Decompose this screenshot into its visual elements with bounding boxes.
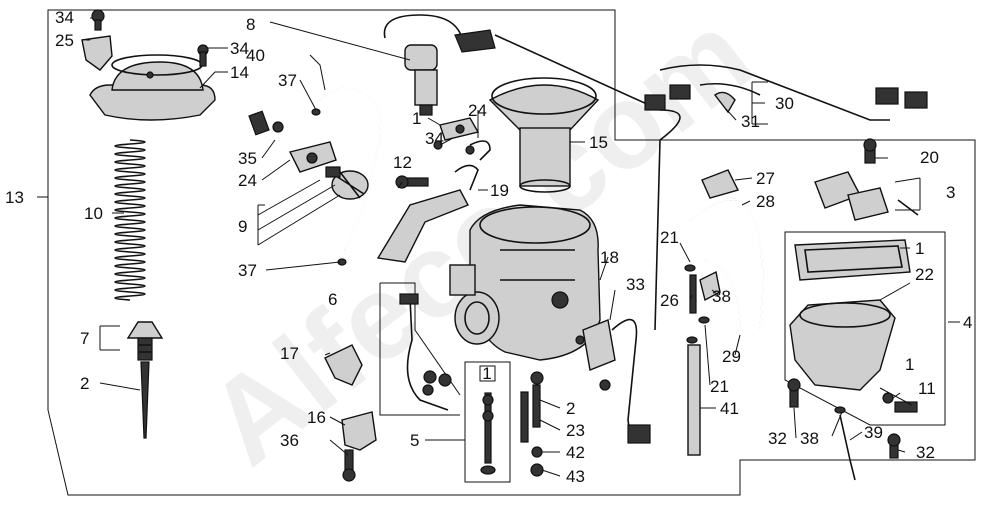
leader-lines bbox=[37, 17, 960, 477]
callout-9: 9 bbox=[238, 217, 247, 236]
part-screw-34-top bbox=[91, 9, 105, 31]
callout-30: 30 bbox=[775, 94, 794, 113]
part-hose-29 bbox=[704, 259, 741, 331]
callout-24-center: 24 bbox=[468, 101, 487, 120]
part-diaphragm-15 bbox=[488, 77, 600, 193]
part-slide-7 bbox=[126, 321, 164, 361]
part-screws-32 bbox=[787, 378, 901, 459]
callout-23: 23 bbox=[566, 421, 585, 440]
callout-26: 26 bbox=[660, 291, 679, 310]
part-pump-gear-9 bbox=[325, 166, 369, 200]
callout-35: 35 bbox=[238, 149, 257, 168]
callout-21-top: 21 bbox=[660, 228, 679, 247]
callout-41: 41 bbox=[720, 399, 739, 418]
callout-33: 33 bbox=[626, 275, 645, 294]
part-wiring-30 bbox=[494, 34, 928, 331]
callout-34-center: 34 bbox=[425, 129, 444, 148]
part-clamp-16 bbox=[341, 411, 377, 451]
callout-2-needle: 2 bbox=[80, 374, 89, 393]
callout-7: 7 bbox=[80, 329, 89, 348]
callout-28: 28 bbox=[756, 192, 775, 211]
part-carburetor-body bbox=[449, 204, 601, 361]
callout-27: 27 bbox=[756, 169, 775, 188]
inset-5: 1 bbox=[464, 361, 511, 483]
callout-38-bottom: 38 bbox=[800, 429, 819, 448]
callout-12: 12 bbox=[393, 153, 412, 172]
callout-20: 20 bbox=[920, 148, 939, 167]
callout-17: 17 bbox=[280, 344, 299, 363]
part-screws-34-center bbox=[433, 140, 475, 155]
callout-4: 4 bbox=[963, 313, 972, 332]
callout-40: 40 bbox=[246, 46, 265, 65]
callout-21-bottom: 21 bbox=[710, 377, 729, 396]
callout-34-top-screw: 34 bbox=[55, 8, 74, 27]
part-jets bbox=[520, 371, 544, 477]
part-screw-34-cover bbox=[197, 44, 209, 67]
part-bolt-35 bbox=[248, 110, 284, 136]
callout-5: 5 bbox=[410, 431, 419, 450]
part-solenoid-8 bbox=[383, 14, 496, 116]
callout-34-cover-screw: 34 bbox=[230, 39, 249, 58]
callout-1-plate: 1 bbox=[412, 109, 421, 128]
part-spring-10 bbox=[114, 139, 146, 301]
callout-37-bottom: 37 bbox=[238, 261, 257, 280]
callout-1-screw: 1 bbox=[905, 355, 914, 374]
callout-18: 18 bbox=[600, 248, 619, 267]
callout-16: 16 bbox=[307, 408, 326, 427]
callouts: 34 25 34 14 13 10 7 2 8 40 37 35 24 9 37… bbox=[5, 8, 972, 486]
callout-6: 6 bbox=[328, 290, 337, 309]
callout-42: 42 bbox=[566, 443, 585, 462]
callout-10: 10 bbox=[84, 204, 103, 223]
callout-38-mid: 38 bbox=[712, 287, 731, 306]
callout-24-left: 24 bbox=[238, 171, 257, 190]
part-fuel-line-6 bbox=[379, 282, 461, 416]
callout-14: 14 bbox=[230, 63, 249, 82]
callout-31: 31 bbox=[741, 112, 760, 131]
part-screw-36 bbox=[342, 449, 356, 482]
callout-25: 25 bbox=[55, 31, 74, 50]
part-hose-28 bbox=[689, 198, 764, 350]
callout-29: 29 bbox=[722, 347, 741, 366]
part-float-3 bbox=[814, 171, 919, 221]
callout-2-jet: 2 bbox=[566, 399, 575, 418]
inset-5-tag: 1 bbox=[482, 364, 491, 383]
callout-3: 3 bbox=[946, 183, 955, 202]
inset-4 bbox=[784, 231, 946, 426]
diagram-frame bbox=[47, 9, 976, 496]
callout-22: 22 bbox=[915, 265, 934, 284]
part-screw-20 bbox=[863, 138, 877, 164]
callout-8: 8 bbox=[246, 15, 255, 34]
callout-36: 36 bbox=[280, 431, 299, 450]
part-17 bbox=[324, 344, 363, 386]
callout-15: 15 bbox=[589, 133, 608, 152]
callout-13: 13 bbox=[5, 188, 24, 207]
callout-11: 11 bbox=[918, 379, 936, 398]
callout-39: 39 bbox=[864, 423, 883, 442]
callout-19: 19 bbox=[490, 181, 509, 200]
part-pump-cover-24 bbox=[288, 141, 337, 173]
callout-32-right: 32 bbox=[916, 443, 935, 462]
callout-1-gasket: 1 bbox=[915, 239, 924, 258]
part-screw-12 bbox=[395, 175, 429, 189]
part-clip-27 bbox=[701, 169, 740, 199]
part-cover-14 bbox=[89, 54, 216, 121]
part-plate-1 bbox=[439, 117, 480, 141]
callout-43: 43 bbox=[566, 467, 585, 486]
part-needle-2 bbox=[140, 361, 150, 439]
callout-32-left: 32 bbox=[768, 429, 787, 448]
part-clamp-24-center bbox=[469, 140, 491, 161]
part-bracket-19 bbox=[376, 164, 479, 263]
callout-37-top: 37 bbox=[278, 71, 297, 90]
part-bracket-25 bbox=[81, 35, 113, 71]
part-choke-18-33 bbox=[575, 318, 651, 444]
part-hose-39 bbox=[834, 406, 856, 481]
part-tube-41 bbox=[687, 344, 701, 456]
part-hose-40 bbox=[319, 87, 382, 251]
